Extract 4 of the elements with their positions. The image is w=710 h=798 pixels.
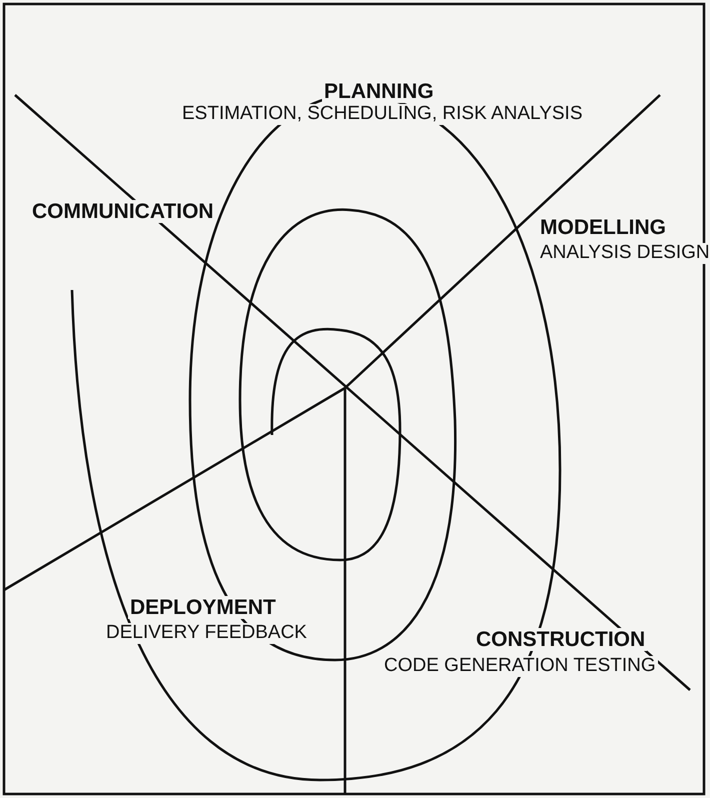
phase-activities: CODE GENERATION TESTING: [382, 656, 658, 677]
phase-title: CONSTRUCTION: [474, 628, 648, 652]
phase-activities: ANALYSIS DESIGN: [538, 243, 710, 264]
phase-title: DEPLOYMENT: [128, 596, 278, 620]
